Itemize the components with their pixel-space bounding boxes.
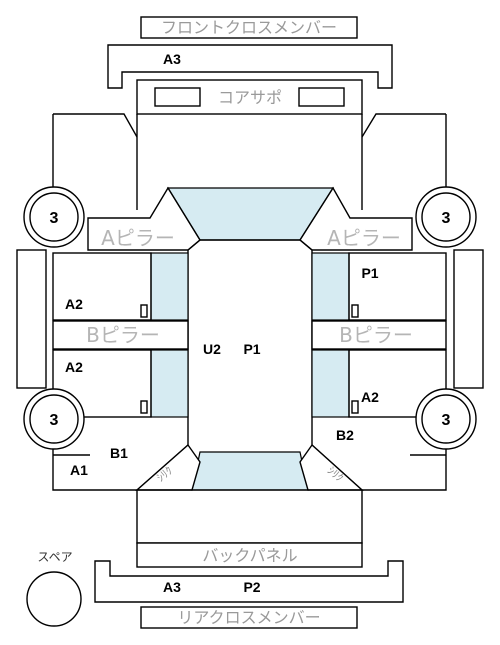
rear-bumper-code-a3: A3 bbox=[163, 579, 181, 595]
front-bumper-code: A3 bbox=[163, 51, 181, 67]
spare-label: スペア bbox=[37, 550, 72, 564]
right-front-window[interactable] bbox=[311, 252, 350, 321]
back-panel-label: バックパネル bbox=[202, 546, 297, 565]
right-a-pillar-label: Aピラー bbox=[327, 226, 401, 250]
left-headlight[interactable] bbox=[154, 87, 201, 107]
rear-left-wheel[interactable]: 3 bbox=[23, 388, 85, 450]
core-support-label: コアサポ bbox=[218, 88, 282, 107]
back-panel[interactable] bbox=[136, 542, 363, 568]
right-rear-door[interactable] bbox=[348, 349, 447, 418]
rear-cross-member-label: リアクロスメンバー bbox=[177, 608, 320, 627]
right-b-pillar[interactable] bbox=[311, 320, 447, 350]
rear-right-wheel-number: 3 bbox=[442, 412, 451, 429]
center-code-u2: U2 bbox=[203, 341, 221, 357]
left-front-door[interactable] bbox=[52, 252, 152, 321]
right-front-door-handle[interactable] bbox=[351, 304, 359, 318]
front-right-wheel-number: 3 bbox=[442, 210, 451, 227]
right-front-door[interactable] bbox=[348, 252, 447, 321]
left-b-pillar[interactable] bbox=[52, 320, 189, 350]
front-bumper[interactable] bbox=[107, 44, 393, 89]
center-code-p1: P1 bbox=[243, 341, 260, 357]
left-quarter-code-a1: A1 bbox=[70, 462, 88, 478]
trunk-lid[interactable] bbox=[136, 489, 363, 544]
right-front-door-code: P1 bbox=[361, 265, 378, 281]
rear-right-wheel[interactable]: 3 bbox=[415, 388, 477, 450]
front-right-wheel[interactable]: 3 bbox=[415, 186, 477, 248]
left-front-window[interactable] bbox=[150, 252, 189, 321]
rear-left-wheel-number: 3 bbox=[50, 412, 59, 429]
left-side-sill[interactable] bbox=[16, 249, 47, 389]
right-rear-window[interactable] bbox=[311, 349, 350, 418]
left-b-pillar-label: Bピラー bbox=[86, 323, 160, 347]
spare-tire[interactable] bbox=[26, 571, 82, 627]
left-front-door-handle[interactable] bbox=[140, 304, 148, 318]
left-rear-door-handle[interactable] bbox=[140, 400, 148, 414]
left-rear-door-code: A2 bbox=[65, 359, 83, 375]
left-rear-door[interactable] bbox=[52, 349, 152, 418]
left-quarter-code-b1: B1 bbox=[110, 445, 128, 461]
right-rear-door-code: A2 bbox=[361, 389, 379, 405]
right-b-pillar-label: Bピラー bbox=[339, 323, 413, 347]
front-cross-member-box[interactable] bbox=[140, 16, 358, 39]
hood-outline bbox=[136, 114, 363, 210]
rear-window[interactable] bbox=[191, 451, 309, 491]
rear-bumper-code-p2: P2 bbox=[243, 579, 260, 595]
right-quarter-code-b2: B2 bbox=[336, 427, 354, 443]
rear-cross-member-box[interactable] bbox=[140, 606, 358, 629]
windshield[interactable] bbox=[166, 187, 335, 241]
front-left-wheel-number: 3 bbox=[50, 210, 59, 227]
rear-bumper[interactable] bbox=[94, 560, 404, 603]
front-cross-member-label: フロントクロスメンバー bbox=[161, 18, 337, 37]
left-rear-window[interactable] bbox=[150, 349, 189, 418]
right-side-sill[interactable] bbox=[453, 249, 484, 389]
left-front-door-code: A2 bbox=[65, 296, 83, 312]
left-a-pillar-label: Aピラー bbox=[101, 226, 175, 250]
front-left-wheel[interactable]: 3 bbox=[23, 186, 85, 248]
right-rear-door-handle[interactable] bbox=[351, 400, 359, 414]
right-headlight[interactable] bbox=[298, 87, 345, 107]
